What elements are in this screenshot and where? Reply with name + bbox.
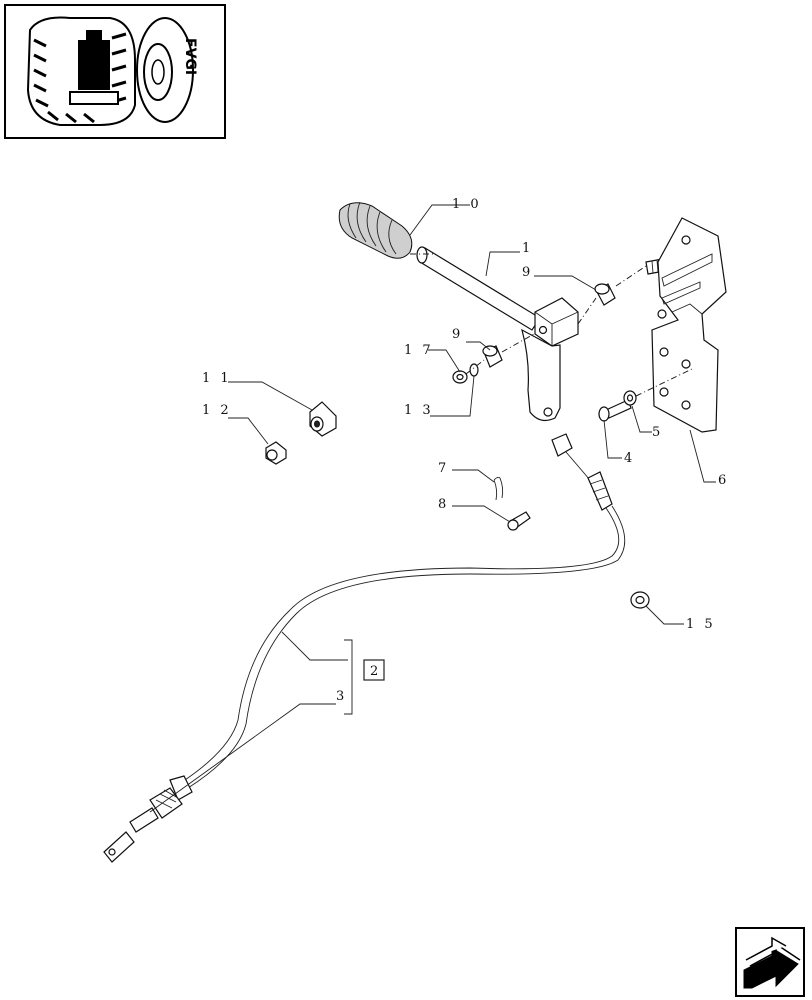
r-clip-7	[493, 476, 504, 501]
grommet-15	[630, 591, 650, 609]
washer-5	[623, 390, 637, 406]
bushing-11	[309, 401, 337, 437]
spacer-upper	[594, 283, 616, 306]
callout-12: 1 2	[202, 403, 232, 418]
tractor-thumbnail-icon[interactable]: FVGI	[4, 4, 226, 139]
callout-7: 7	[438, 461, 449, 476]
bushing-12	[265, 441, 287, 465]
thumbnail-text: FVGI	[182, 38, 198, 75]
lever-knob	[338, 201, 413, 259]
spacer-lower	[482, 345, 503, 368]
callout-4: 4	[624, 451, 635, 466]
next-page-arrow-icon[interactable]	[735, 927, 805, 997]
callout-6: 6	[718, 473, 729, 488]
callout-5: 5	[652, 425, 663, 440]
callout-9-lower: 9	[452, 327, 463, 342]
callout-10: 1 0	[452, 197, 482, 212]
callout-1: 1	[522, 241, 533, 256]
mounting-bracket	[651, 217, 727, 433]
callout-11: 1 1	[202, 371, 232, 386]
callout-8: 8	[438, 497, 449, 512]
control-cable	[103, 433, 626, 863]
callout-17: 1 7	[404, 343, 434, 358]
kit-box	[363, 659, 385, 681]
callout-15: 1 5	[686, 617, 716, 632]
callout-13: 1 3	[404, 403, 434, 418]
clevis-pin-8	[507, 511, 531, 531]
kit-box-label: 2	[370, 664, 381, 679]
callout-9-upper: 9	[522, 265, 533, 280]
callout-3: 3	[336, 689, 347, 704]
nut-17	[452, 370, 468, 384]
shift-lever	[416, 246, 579, 422]
bolt-4	[598, 399, 632, 422]
